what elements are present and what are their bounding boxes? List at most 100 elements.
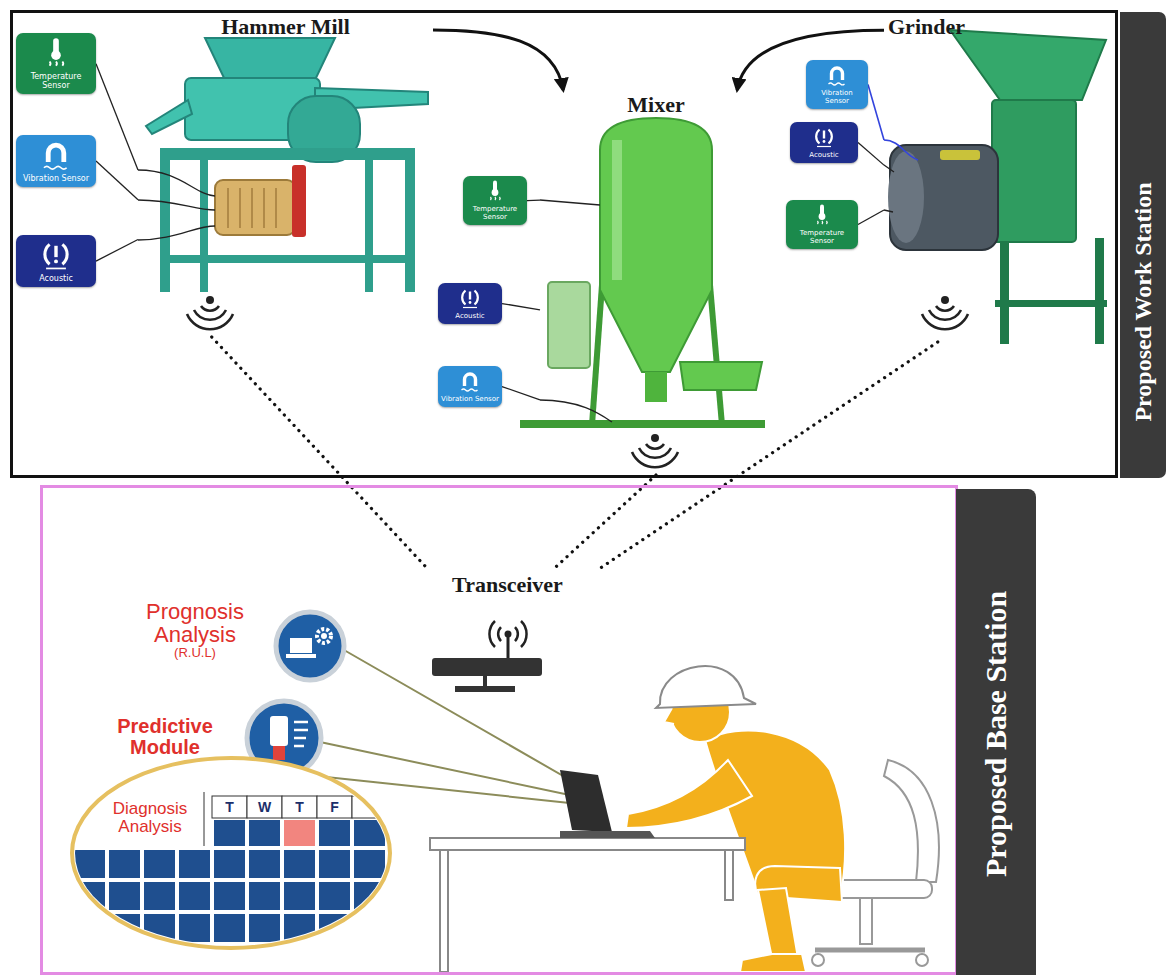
module-title: Diagnosis Analysis bbox=[102, 800, 198, 836]
transceiver-node: Transceiver bbox=[395, 570, 620, 695]
acoustic-sensor: Acoustic bbox=[16, 235, 96, 287]
sensor-icon bbox=[812, 125, 836, 149]
laptop bbox=[560, 831, 655, 838]
grinder-illustration bbox=[884, 165, 894, 212]
machine-node: Mixer bbox=[540, 90, 772, 475]
diagnosis-calendar bbox=[214, 850, 245, 878]
hammer-mill-illustration bbox=[138, 170, 215, 240]
wireless-link bbox=[598, 342, 938, 570]
mixer-illustration bbox=[520, 118, 765, 467]
acoustic-icon bbox=[54, 246, 57, 257]
diagnosis-calendar bbox=[284, 882, 315, 910]
acoustic-sensor: Acoustic bbox=[790, 122, 858, 163]
grinder-illustration bbox=[884, 140, 918, 160]
diagnosis-calendar bbox=[72, 758, 390, 948]
predictive-icon bbox=[270, 716, 288, 746]
chair bbox=[860, 898, 872, 944]
hammer-mill-illustration bbox=[205, 38, 335, 80]
machine-title: Transceiver bbox=[395, 570, 620, 600]
module-label: Prognosis Analysis(R.U.L) bbox=[120, 600, 270, 660]
leader-line bbox=[320, 650, 598, 806]
module-label: Diagnosis Analysis bbox=[102, 800, 198, 836]
diagnosis-calendar bbox=[74, 850, 105, 878]
acoustic-icon bbox=[817, 146, 831, 147]
chair bbox=[884, 760, 939, 882]
module-title: Predictive Module bbox=[90, 716, 240, 758]
sensor-label: Acoustic bbox=[19, 274, 93, 283]
sensor-icon bbox=[458, 286, 482, 310]
diagnosis-calendar bbox=[284, 850, 315, 878]
module-circle: Prognosis Analysis(R.U.L) bbox=[120, 598, 352, 684]
router-icon bbox=[455, 686, 515, 692]
desk bbox=[725, 850, 733, 900]
mixer-illustration bbox=[612, 140, 622, 280]
sensor-wire bbox=[96, 161, 138, 200]
wireless-link bbox=[553, 475, 657, 570]
prognosis-icon bbox=[276, 612, 344, 680]
sensor-label: Vibration Sensor bbox=[19, 174, 93, 183]
grinder-illustration bbox=[992, 100, 1076, 242]
diagnosis-calendar bbox=[319, 820, 350, 846]
hammer-mill-illustration bbox=[215, 180, 295, 235]
desk bbox=[440, 850, 448, 972]
panel-title: Proposed Work Station bbox=[1130, 182, 1157, 421]
calendar-day: T bbox=[295, 799, 304, 815]
diagnosis-calendar bbox=[354, 850, 385, 878]
diagnosis-calendar bbox=[144, 882, 175, 910]
sensor-icon bbox=[810, 203, 834, 227]
mixer-illustration bbox=[548, 282, 590, 368]
calendar-day: T bbox=[225, 799, 234, 815]
thermometer-icon bbox=[819, 213, 826, 220]
diagnosis-calendar bbox=[249, 914, 280, 942]
engineer-figure bbox=[758, 888, 798, 958]
heat-waves-icon bbox=[818, 221, 828, 224]
hammer-mill-illustration bbox=[160, 148, 415, 160]
router-icon bbox=[489, 621, 526, 647]
mixer-illustration bbox=[592, 285, 602, 425]
diagnosis-calendar bbox=[74, 914, 105, 942]
sensor-wire bbox=[868, 85, 884, 140]
sensor-label: Temperature Sensor bbox=[789, 229, 855, 245]
diagnosis-calendar bbox=[249, 820, 280, 846]
hammer-mill-illustration bbox=[138, 38, 428, 329]
temperature-sensor: Temperature Sensor bbox=[16, 33, 96, 94]
sensor-icon bbox=[39, 238, 73, 272]
acoustic-icon bbox=[469, 301, 472, 304]
hammer-mill-illustration bbox=[146, 100, 192, 134]
engineer-arm bbox=[626, 760, 752, 828]
heat-waves-icon bbox=[491, 197, 501, 200]
module-title: Prognosis Analysis bbox=[120, 600, 270, 646]
diagnosis-calendar bbox=[284, 820, 315, 846]
calendar-day: F bbox=[330, 799, 339, 815]
diagnosis-calendar bbox=[317, 796, 352, 818]
module-circle: Predictive Module bbox=[90, 700, 322, 778]
calendar-day: W bbox=[258, 799, 271, 815]
thermometer-icon bbox=[492, 189, 499, 196]
sensor-label: Acoustic bbox=[441, 312, 499, 320]
acoustic-icon bbox=[823, 140, 826, 143]
diagnosis-calendar bbox=[214, 914, 245, 942]
machine-title: Mixer bbox=[540, 90, 772, 120]
diagnosis-calendar bbox=[179, 850, 210, 878]
prognosis-icon bbox=[317, 629, 331, 643]
acoustic-icon bbox=[46, 268, 66, 270]
diagnosis-calendar bbox=[319, 850, 350, 878]
router-icon bbox=[432, 658, 542, 676]
diagnosis-calendar bbox=[249, 850, 280, 878]
hammer-mill-illustration bbox=[187, 296, 233, 329]
acoustic-icon bbox=[469, 292, 471, 300]
panel-frame bbox=[10, 10, 1118, 478]
router-icon bbox=[505, 631, 512, 638]
hammer-mill-illustration bbox=[405, 160, 415, 292]
mixer-illustration bbox=[680, 362, 762, 390]
vibration-sensor: Vibration Sensor bbox=[16, 135, 96, 187]
heat-waves-icon bbox=[50, 62, 64, 66]
grinder-illustration bbox=[922, 296, 968, 329]
acoustic-icon bbox=[45, 244, 67, 264]
diagnosis-calendar bbox=[247, 796, 282, 818]
vibration-icon bbox=[465, 374, 476, 386]
sensor-label: Acoustic bbox=[793, 151, 855, 159]
grinder-illustration bbox=[1000, 238, 1009, 344]
sensor-icon bbox=[39, 36, 73, 70]
acoustic-icon bbox=[823, 131, 825, 139]
